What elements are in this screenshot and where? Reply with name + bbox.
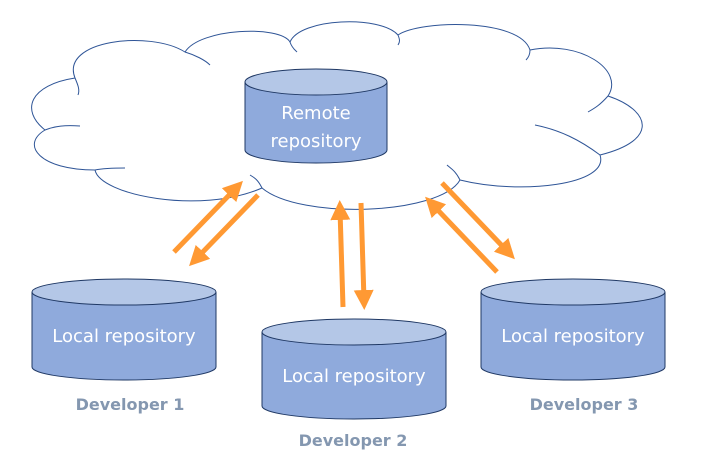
pull-arrow-dev3 xyxy=(440,181,515,260)
pull-arrow-dev1 xyxy=(189,193,260,267)
remote-repository-cylinder: Remote repository xyxy=(244,68,388,164)
local-repository-label: Local repository xyxy=(282,366,426,387)
developer-1-label: Developer 1 xyxy=(76,395,185,414)
push-arrow-dev2 xyxy=(330,200,351,308)
push-arrow-dev1 xyxy=(172,180,243,254)
pull-arrow-dev2 xyxy=(353,202,374,310)
developer-2-label: Developer 2 xyxy=(299,431,408,450)
remote-repository-label-line1: Remote xyxy=(281,103,350,124)
local-repository-cylinder-dev3: Local repository xyxy=(480,278,666,381)
local-repository-label: Local repository xyxy=(52,326,196,347)
developer-3-label: Developer 3 xyxy=(530,395,639,414)
local-repository-cylinder-dev2: Local repository xyxy=(261,318,447,420)
local-repository-cylinder-dev1: Local repository xyxy=(31,278,217,381)
remote-repository-label-line2: repository xyxy=(270,131,361,152)
local-repository-label: Local repository xyxy=(501,326,645,347)
push-arrow-dev3 xyxy=(425,196,499,274)
sync-arrows xyxy=(172,180,515,310)
